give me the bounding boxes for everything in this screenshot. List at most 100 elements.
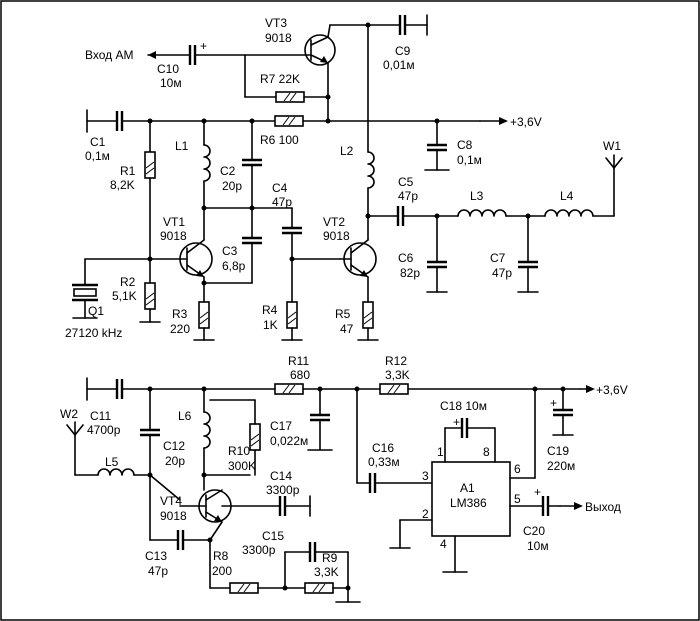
l3-label: L3 [470,189,484,203]
c9-value: 0,01м [383,58,415,72]
inductor-l2 [367,151,375,189]
r3-value: 220 [170,322,190,336]
supply-top-label: +3,6V [510,115,542,129]
resistor-r12 [379,383,409,395]
c2-label: C2 [220,164,236,178]
antenna-w1 [605,154,623,169]
r7-label: R7 22K [260,72,300,86]
inductor-l6 [203,411,211,449]
resistor-r2 [144,282,156,310]
resistor-r9 [304,582,334,594]
c6-label: C6 [398,251,414,265]
pin5-label: 5 [514,492,521,506]
c6-value: 82р [400,266,420,280]
w2-label: W2 [60,407,78,421]
c18-label: C18 10м [440,399,487,413]
c16-value: 0,33м [368,455,400,469]
c8-label: C8 [457,138,473,152]
resistor-r10 [249,423,261,451]
transistor-vt1 [149,239,213,278]
pin2-label: 2 [422,507,429,521]
input-am-label: Вход АМ [85,48,133,62]
r11-label: R11 [288,354,309,368]
c4-label: C4 [272,181,288,195]
r10-value: 300K [228,459,256,473]
r8-label: R8 [213,549,229,563]
resistor-r1 [144,151,156,179]
l1-label: L1 [175,139,189,153]
resistor-r4 [286,301,298,329]
supply-arrow-bottom [579,385,595,393]
inductor-l1 [203,144,211,182]
r1-label: R1 [120,164,136,178]
vt4-type: 9018 [160,509,187,523]
c12-value: 20р [165,454,185,468]
capacitor-c9 [398,14,428,36]
r10-label: R10 [228,444,250,458]
vt1-type: 9018 [160,229,187,243]
c14-value: 3300р [266,483,300,497]
pin8-label: 8 [483,445,490,459]
pin4-label: 4 [440,537,447,551]
output-arrow [559,502,583,510]
inductor-l3 [457,209,507,217]
c10-label: C10 [157,62,179,76]
supply-arrow-top [479,117,508,125]
c10-value: 10м [160,76,182,90]
c10-plus: + [200,39,207,53]
q1-label: Q1 [88,304,104,318]
r3-label: R3 [172,307,188,321]
capacitor-c10 [188,45,312,65]
vt2-type: 9018 [323,229,350,243]
r12-label: R12 [385,354,407,368]
l5-label: L5 [105,455,119,469]
c9-label: C9 [395,44,411,58]
c20-value: 10м [527,539,549,553]
vt2-label: VT2 [323,215,345,229]
c11-label: C11 [90,409,111,423]
c20-plus: + [534,485,541,499]
r11-value: 680 [290,368,310,382]
c13-value: 47р [148,564,168,578]
c13-label: C13 [145,549,167,563]
r2-value: 5,1K [112,289,137,303]
c15-label: C15 [262,529,284,543]
r9-value: 3,3K [314,565,339,579]
r12-value: 3,3K [385,368,410,382]
l6-label: L6 [178,409,192,423]
c15-value: 3300р [242,543,276,557]
inductor-l4 [544,209,594,217]
input-am-arrow [147,51,190,59]
vt4-label: VT4 [160,494,182,508]
pin6-label: 6 [514,462,521,476]
c17-value: 0,022м [270,434,308,448]
c17-label: C17 [270,419,292,433]
r8-value: 200 [212,564,232,578]
c5-label: C5 [398,175,414,189]
r6-label: R6 100 [260,133,299,147]
vt3-label: VT3 [265,16,287,30]
r9-label: R9 [322,551,338,565]
c20-label: C20 [523,524,545,538]
inductor-l5 [97,468,135,476]
c11-value: 4700р [87,423,121,437]
c3-value: 6,8р [222,259,246,273]
supply-bottom-label: +3,6V [596,383,628,397]
r5-value: 47 [340,322,354,336]
resistor-r6 [274,115,304,127]
resistor-r8 [229,582,259,594]
resistor-r5 [362,301,374,329]
l2-label: L2 [340,144,354,158]
q1-value: 27120 kHz [65,326,122,340]
a1-type: LM386 [450,496,487,510]
c7-label: C7 [490,251,506,265]
resistor-r3 [198,301,210,329]
c1-value: 0,1м [85,149,110,163]
vt1-label: VT1 [163,215,185,229]
r2-label: R2 [120,275,136,289]
c19-plus: + [550,396,557,410]
r4-label: R4 [262,303,278,317]
r1-value: 8,2K [110,178,135,192]
pin1-label: 1 [437,445,444,459]
